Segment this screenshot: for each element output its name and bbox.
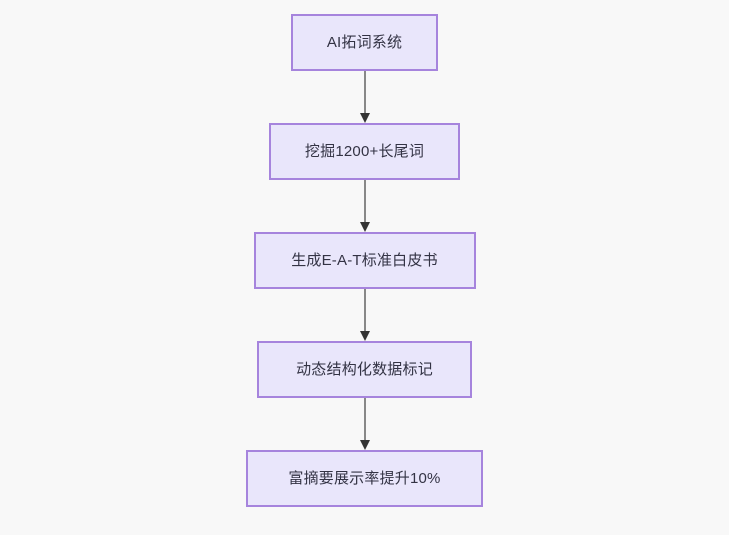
flow-node-label: 生成E-A-T标准白皮书 [291, 252, 438, 269]
top-spacer [364, 0, 365, 14]
flow-node-label: 动态结构化数据标记 [296, 361, 433, 378]
edge-line [363, 71, 366, 114]
flow-node-label: AI拓词系统 [326, 34, 403, 51]
flow-edge-n3-n4 [359, 398, 371, 450]
flow-edge-n2-n3 [359, 289, 371, 341]
flow-edge-n0-n1 [359, 71, 371, 123]
edge-line [363, 398, 366, 441]
flow-node-dynamic-structured-data[interactable]: 动态结构化数据标记 [257, 341, 472, 398]
edge-line [363, 180, 366, 223]
edge-line [363, 289, 366, 332]
flow-node-generate-eat-whitepaper[interactable]: 生成E-A-T标准白皮书 [253, 232, 476, 289]
flow-node-ai-keyword-system[interactable]: AI拓词系统 [291, 14, 438, 71]
flow-node-mine-longtail-keywords[interactable]: 挖掘1200+长尾词 [269, 123, 460, 180]
arrow-down-icon [359, 222, 370, 232]
flow-node-rich-snippet-result[interactable]: 富摘要展示率提升10% [246, 450, 483, 507]
arrow-down-icon [359, 331, 370, 341]
arrow-down-icon [359, 113, 370, 123]
arrow-down-icon [359, 440, 370, 450]
flow-node-label: 富摘要展示率提升10% [288, 470, 441, 487]
flow-node-label: 挖掘1200+长尾词 [304, 143, 425, 160]
flow-edge-n1-n2 [359, 180, 371, 232]
